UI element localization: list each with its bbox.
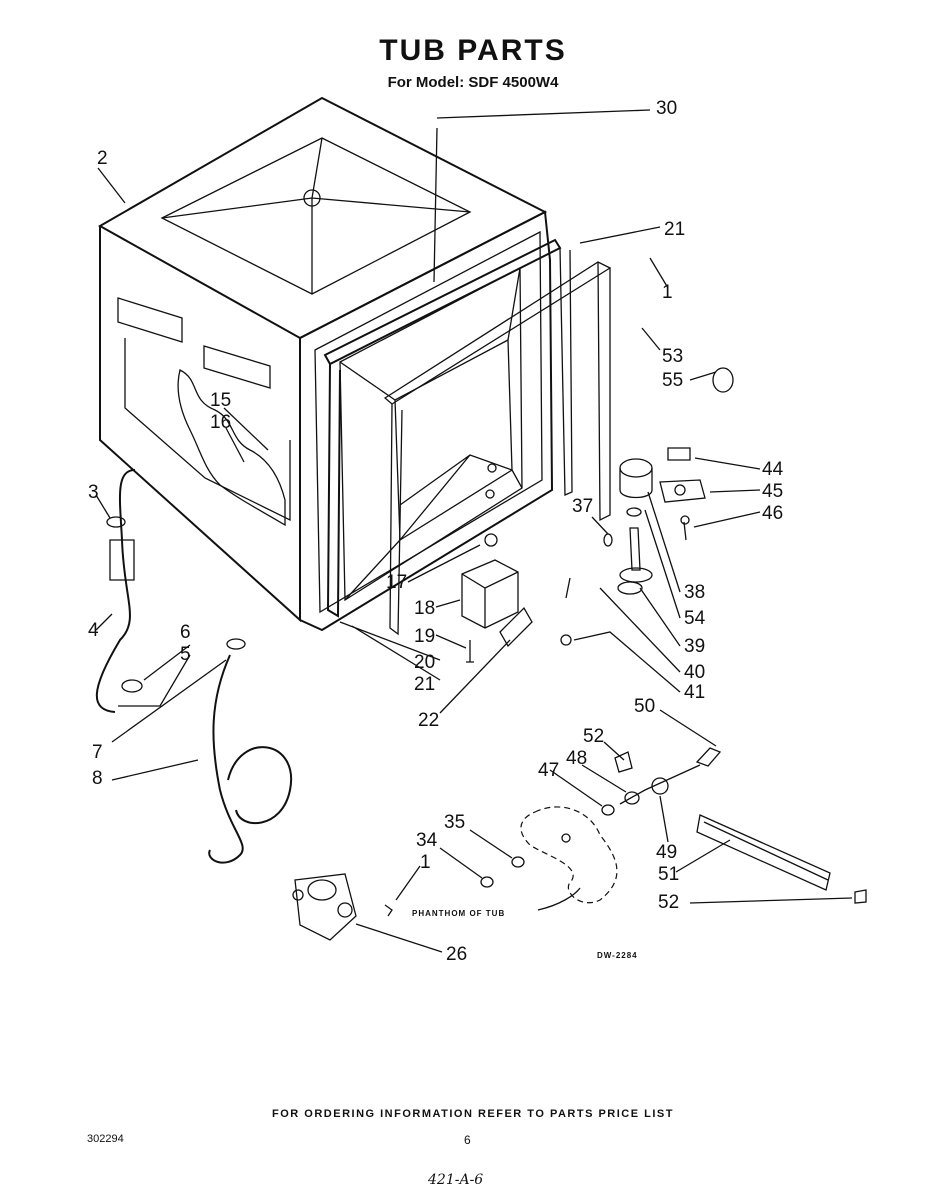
callout-51: 51 <box>658 864 679 885</box>
callout-34: 34 <box>416 830 438 851</box>
callout-48: 48 <box>566 748 587 769</box>
callout-1-top: 1 <box>662 282 673 303</box>
document-number: 302294 <box>87 1133 124 1145</box>
callout-40: 40 <box>684 662 705 683</box>
callout-20: 20 <box>414 652 435 673</box>
callout-1-bottom: 1 <box>420 852 431 873</box>
motor-assembly <box>603 367 734 595</box>
callout-46: 46 <box>762 503 783 524</box>
callout-49: 49 <box>656 842 677 863</box>
callout-30: 30 <box>656 98 677 119</box>
water-valve <box>292 873 393 941</box>
callout-26: 26 <box>446 944 467 965</box>
ordering-info: FOR ORDERING INFORMATION REFER TO PARTS … <box>272 1108 674 1120</box>
callout-labels: 30 2 21 1 53 55 15 16 44 45 46 3 37 38 5… <box>88 98 784 965</box>
callout-3: 3 <box>88 482 99 503</box>
page-number: 6 <box>464 1133 471 1147</box>
model-subtitle: For Model: SDF 4500W4 <box>387 74 559 91</box>
drawing-code: DW-2284 <box>597 951 638 960</box>
callout-16: 16 <box>210 412 231 433</box>
callout-54: 54 <box>684 608 706 629</box>
leader-lines <box>95 109 853 953</box>
callout-52-bottom: 52 <box>658 892 679 913</box>
door-gasket <box>323 238 612 636</box>
phantom-of-tub-label: PHANTHOM OF TUB <box>412 909 505 918</box>
callout-15: 15 <box>210 390 231 411</box>
callout-17: 17 <box>386 572 407 593</box>
callout-21-top: 21 <box>664 219 685 240</box>
rail-assembly <box>480 747 867 904</box>
hoses <box>95 469 293 864</box>
callout-2: 2 <box>97 148 108 169</box>
callout-7: 7 <box>92 742 103 763</box>
callout-53: 53 <box>662 346 683 367</box>
callout-47: 47 <box>538 760 559 781</box>
callout-5: 5 <box>180 644 191 665</box>
tub-body <box>97 96 554 632</box>
callout-44: 44 <box>762 459 784 480</box>
callout-21-bottom: 21 <box>414 674 435 695</box>
bracket-assembly <box>461 533 572 663</box>
callout-37: 37 <box>572 496 593 517</box>
callout-6: 6 <box>180 622 191 643</box>
callout-39: 39 <box>684 636 705 657</box>
callout-8: 8 <box>92 768 103 789</box>
callout-55: 55 <box>662 370 683 391</box>
callout-22: 22 <box>418 710 439 731</box>
callout-35: 35 <box>444 812 465 833</box>
handwritten-note: 421-A-6 <box>428 1172 484 1188</box>
callout-45: 45 <box>762 481 783 502</box>
callout-41: 41 <box>684 682 705 703</box>
callout-50: 50 <box>634 696 655 717</box>
page-title: TUB PARTS <box>379 34 567 67</box>
callout-38: 38 <box>684 582 705 603</box>
callout-52-top: 52 <box>583 726 604 747</box>
callout-4: 4 <box>88 620 99 641</box>
callout-19: 19 <box>414 626 435 647</box>
callout-18: 18 <box>414 598 435 619</box>
